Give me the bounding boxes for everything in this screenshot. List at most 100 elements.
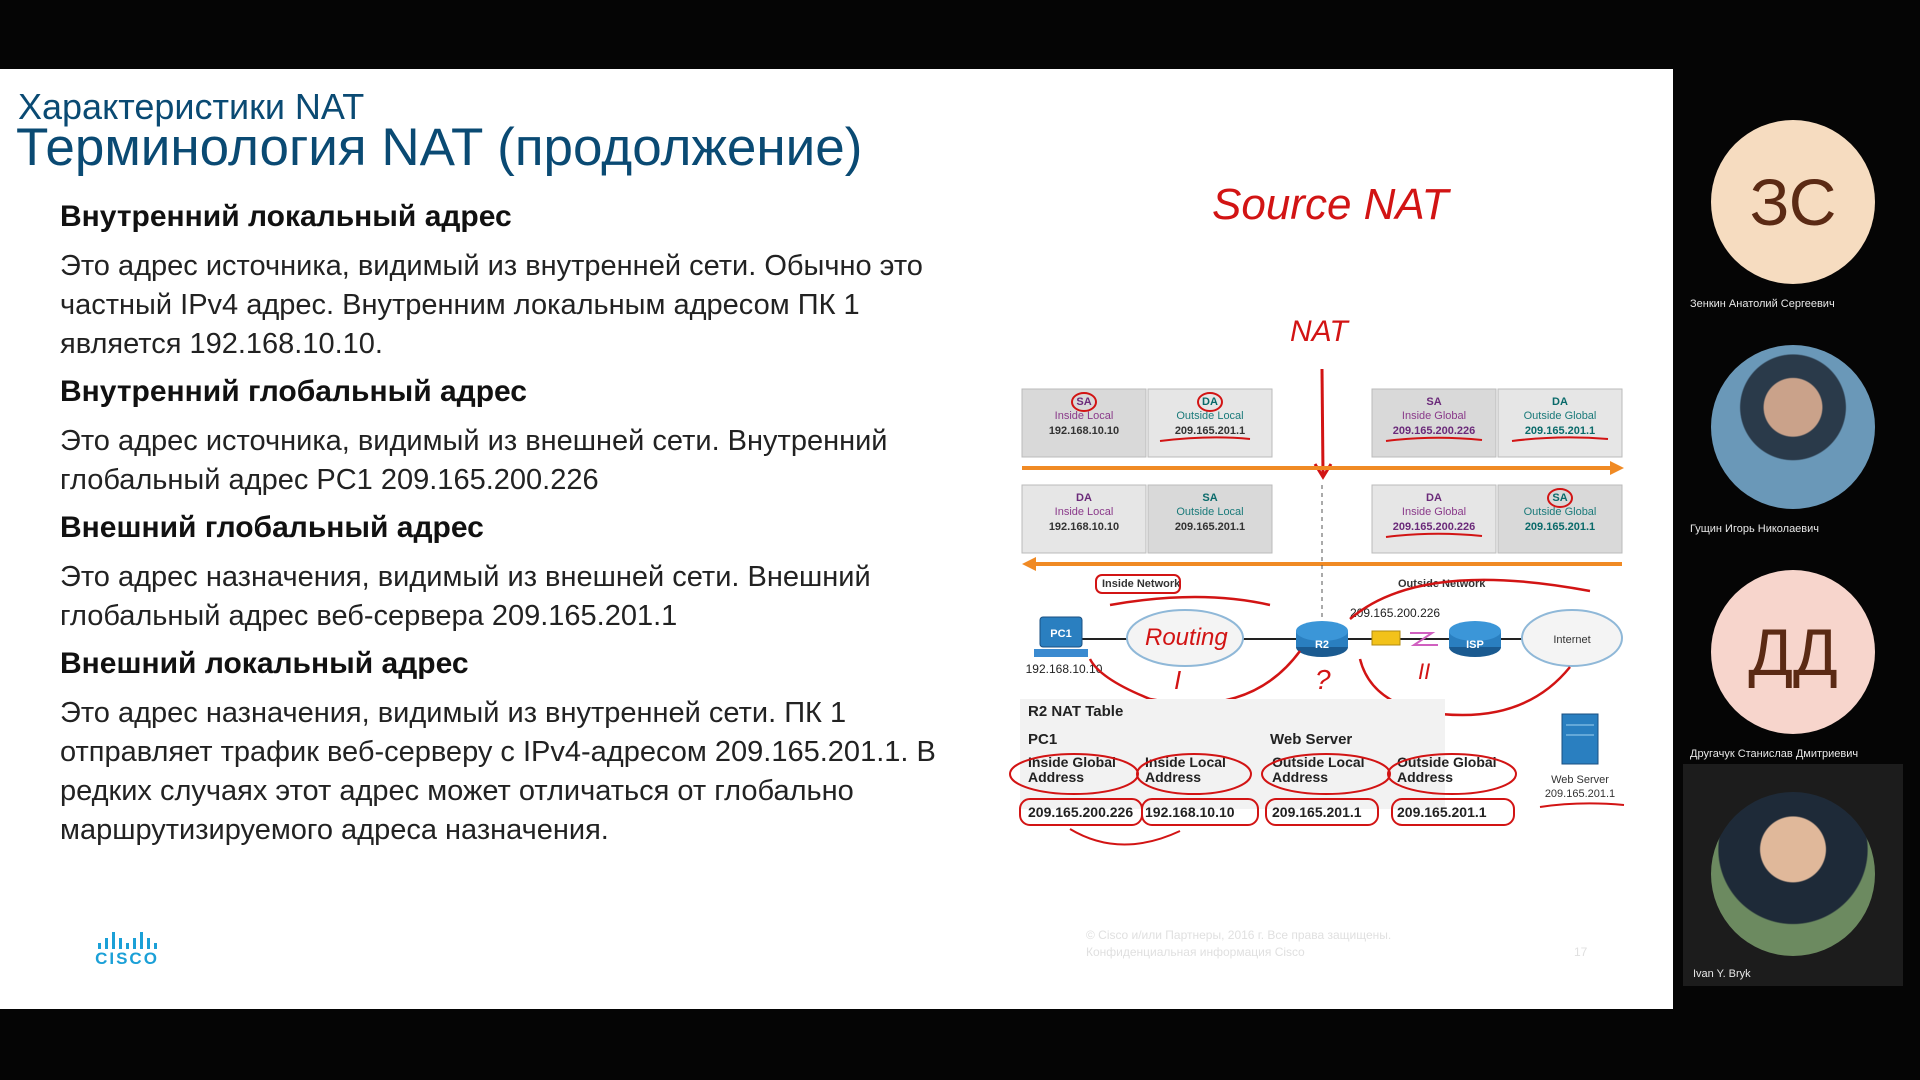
section-text-outside-local: Это адрес назначения, видимый из внутрен… bbox=[60, 697, 936, 846]
slide-title: Терминология NAT (продолжение) bbox=[16, 118, 863, 177]
row2-label-2: Outside Local bbox=[1176, 506, 1243, 518]
row2-tag-2: SA bbox=[1202, 492, 1217, 504]
annot-circle-sa2 bbox=[1547, 488, 1573, 508]
participant-tile-4-active[interactable]: Ivan Y. Bryk bbox=[1683, 764, 1903, 986]
participant-name: Другачук Станислав Дмитриевич bbox=[1690, 748, 1859, 760]
slide-subtitle: Характеристики NAT bbox=[18, 86, 365, 127]
nat-table-group-web: Web Server bbox=[1270, 731, 1352, 748]
serial-link-icon bbox=[1410, 632, 1438, 646]
section-text-inside-global: Это адрес источника, видимый из внешней … bbox=[60, 425, 888, 496]
nat-table-group-pc1: PC1 bbox=[1028, 731, 1057, 748]
annotation-I: I bbox=[1174, 665, 1181, 695]
internet-cloud bbox=[1521, 609, 1623, 667]
nat-header-3-line2: Address bbox=[1272, 769, 1328, 785]
participant-tile-1[interactable]: ЗС Зенкин Анатолий Сергеевич bbox=[1690, 120, 1900, 310]
r2-router: R2 bbox=[1296, 621, 1348, 657]
inside-cloud bbox=[1126, 609, 1244, 667]
row2-tag-4: SA bbox=[1552, 492, 1567, 504]
return-flow-arrowhead bbox=[1022, 557, 1036, 571]
row2-label-1: Inside Local bbox=[1055, 506, 1114, 518]
section-heading-outside-local: Внешний локальный адрес bbox=[60, 647, 469, 680]
nat-diagram: Source NAT NAT SA Inside Local 192.168.1… bbox=[1009, 180, 1625, 846]
participant-name: Зенкин Анатолий Сергеевич bbox=[1690, 298, 1835, 310]
cisco-logo-text: CISCO bbox=[95, 949, 159, 968]
annot-underline-web-ip bbox=[1539, 802, 1625, 808]
nat-value-inside-global: 209.165.200.226 bbox=[1028, 804, 1133, 820]
pc1-label: PC1 bbox=[1050, 628, 1071, 640]
isp-label: ISP bbox=[1466, 639, 1484, 651]
annotation-source-nat: Source NAT bbox=[1212, 180, 1451, 229]
section-heading-inside-local: Внутренний локальный адрес bbox=[60, 200, 512, 233]
nat-arrow-down bbox=[1320, 368, 1325, 475]
r2-ip: 209.165.200.226 bbox=[1350, 606, 1440, 620]
inside-network-annot-box bbox=[1095, 574, 1181, 594]
nat-header-4-line2: Address bbox=[1397, 769, 1453, 785]
web-server-ip: 209.165.201.1 bbox=[1545, 788, 1615, 800]
annot-circle-sa bbox=[1071, 392, 1097, 412]
footer-confidential: Конфиденциальная информация Cisco bbox=[1086, 945, 1305, 959]
row1-tag-3: SA bbox=[1426, 396, 1441, 408]
section-text-outside-global: Это адрес назначения, видимый из внешней… bbox=[60, 561, 871, 632]
nat-header-2-line1: Inside Local bbox=[1145, 754, 1226, 770]
slide-content: Внутренний локальный адрес Это адрес ист… bbox=[60, 199, 960, 860]
section-heading-outside-global: Внешний глобальный адрес bbox=[60, 511, 484, 544]
outbound-flow-arrowhead bbox=[1610, 461, 1624, 475]
cisco-logo-bars bbox=[92, 931, 162, 949]
nat-table-annotations bbox=[1009, 753, 1517, 846]
participant-tile-3[interactable]: ДД Другачук Станислав Дмитриевич bbox=[1690, 570, 1900, 760]
row1-tag-2: DA bbox=[1202, 396, 1218, 408]
row2-label-4: Outside Global bbox=[1524, 506, 1597, 518]
section-text-inside-local: Это адрес источника, видимый из внутренн… bbox=[60, 250, 923, 360]
annot-underline-4 bbox=[1385, 532, 1483, 538]
pc1-device: PC1 bbox=[1034, 616, 1088, 657]
web-server-device bbox=[1561, 713, 1599, 765]
row1-label-3: Inside Global bbox=[1402, 410, 1466, 422]
row1-label-4: Outside Global bbox=[1524, 410, 1597, 422]
participant-tile-2[interactable]: Гущин Игорь Николаевич bbox=[1690, 345, 1900, 535]
row2-addr-4: 209.165.201.1 bbox=[1525, 521, 1595, 533]
nat-header-1-line2: Address bbox=[1028, 769, 1084, 785]
packet-row-return: DA Inside Local 192.168.10.10 SA Outside… bbox=[1021, 484, 1623, 554]
r2-label: R2 bbox=[1315, 639, 1329, 651]
web-server-label: Web Server bbox=[1551, 774, 1609, 786]
footer-copyright: © Cisco и/или Партнеры, 2016 г. Все прав… bbox=[1086, 928, 1392, 942]
row2-addr-3: 209.165.200.226 bbox=[1393, 521, 1476, 533]
annot-underline-3 bbox=[1511, 436, 1609, 442]
isp-router: ISP bbox=[1449, 621, 1501, 657]
row1-label-2: Outside Local bbox=[1176, 410, 1243, 422]
annot-underline-2 bbox=[1385, 436, 1483, 442]
presentation-slide: Характеристики NAT Терминология NAT (про… bbox=[0, 69, 1673, 1009]
avatar-video bbox=[1711, 792, 1875, 956]
row2-tag-1: DA bbox=[1076, 492, 1092, 504]
row2-addr-2: 209.165.201.1 bbox=[1175, 521, 1245, 533]
slide-number: 17 bbox=[1574, 945, 1588, 959]
slide-footer: © Cisco и/или Партнеры, 2016 г. Все прав… bbox=[1086, 927, 1391, 961]
annot-underline-1 bbox=[1159, 436, 1251, 442]
row1-label-1: Inside Local bbox=[1055, 410, 1114, 422]
nat-value-outside-global: 209.165.201.1 bbox=[1397, 804, 1487, 820]
nat-header-2-line2: Address bbox=[1145, 769, 1201, 785]
annot-arrow-to-internet bbox=[1349, 578, 1591, 620]
participant-name: Гущин Игорь Николаевич bbox=[1690, 523, 1820, 535]
row2-label-3: Inside Global bbox=[1402, 506, 1466, 518]
avatar-photo bbox=[1711, 345, 1875, 509]
annot-arrow-to-r2 bbox=[1109, 595, 1271, 607]
packet-icon bbox=[1371, 630, 1401, 646]
annotation-question: ? bbox=[1315, 664, 1331, 695]
internet-label: Internet bbox=[1553, 634, 1590, 646]
inside-network-label: Inside Network bbox=[1102, 578, 1181, 590]
annotation-II: II bbox=[1418, 659, 1430, 684]
row1-tag-1: SA bbox=[1076, 396, 1091, 408]
cisco-logo: CISCO bbox=[92, 931, 162, 971]
avatar: ЗС bbox=[1711, 120, 1875, 284]
annotation-routing: Routing bbox=[1145, 624, 1228, 651]
row2-tag-3: DA bbox=[1426, 492, 1442, 504]
row1-addr-1: 192.168.10.10 bbox=[1049, 425, 1119, 437]
packet-row-outbound: SA Inside Local 192.168.10.10 DA Outside… bbox=[1021, 388, 1623, 458]
nat-header-1-line1: Inside Global bbox=[1028, 754, 1116, 770]
nat-header-3-line1: Outside Local bbox=[1272, 754, 1365, 770]
nat-table-title: R2 NAT Table bbox=[1028, 703, 1123, 720]
row1-addr-2: 209.165.201.1 bbox=[1175, 425, 1245, 437]
annot-circle-da bbox=[1197, 392, 1223, 412]
nat-value-inside-local: 192.168.10.10 bbox=[1145, 804, 1235, 820]
